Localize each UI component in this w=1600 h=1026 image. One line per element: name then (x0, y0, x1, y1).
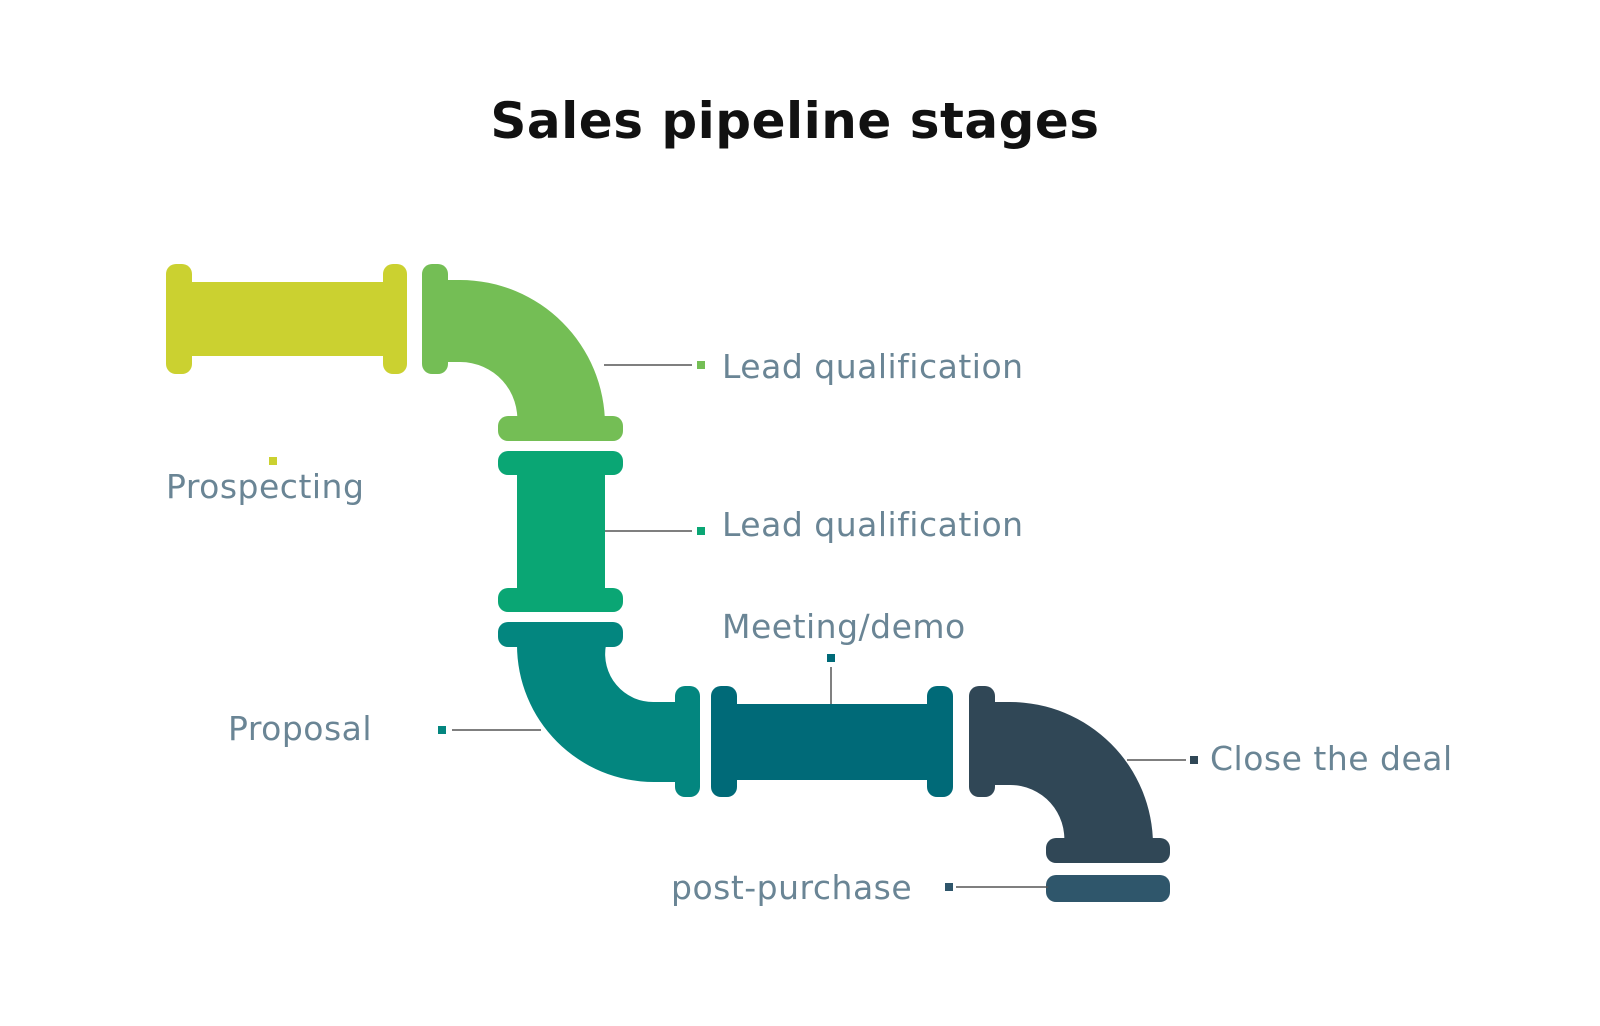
marker-post-purchase (945, 883, 953, 891)
callout-prospecting (269, 457, 277, 465)
label-proposal: Proposal (228, 709, 373, 748)
callout-lead-qualification-2 (605, 527, 705, 535)
marker-lead-qualification-2 (697, 527, 705, 535)
callout-lead-qualification-1 (604, 361, 705, 369)
marker-proposal (438, 726, 446, 734)
pipe-segment-prospecting (166, 264, 407, 374)
callout-proposal (438, 726, 541, 734)
label-post-purchase: post-purchase (671, 868, 913, 907)
marker-lead-qualification-1 (697, 361, 705, 369)
label-prospecting: Prospecting (166, 467, 365, 506)
label-meeting-demo: Meeting/demo (722, 607, 966, 646)
pipe-segment-proposal (498, 622, 700, 797)
label-lead-qualification-1: Lead qualification (722, 347, 1024, 386)
label-lead-qualification-2: Lead qualification (722, 505, 1024, 544)
marker-close-the-deal (1190, 756, 1198, 764)
marker-prospecting (269, 457, 277, 465)
pipe-segment-close-the-deal (969, 686, 1170, 863)
pipe-segment-lead-qualification-2 (498, 451, 623, 612)
marker-meeting-demo (827, 654, 835, 662)
pipe-segment-lead-qualification-1 (422, 264, 623, 441)
callout-post-purchase (945, 883, 1048, 891)
callout-meeting-demo (827, 654, 835, 704)
pipe-segment-meeting-demo (711, 686, 953, 797)
callout-close-the-deal (1127, 756, 1198, 764)
pipe-segment-post-purchase (1046, 875, 1170, 902)
label-close-the-deal: Close the deal (1210, 739, 1453, 778)
page-title: Sales pipeline stages (490, 92, 1100, 150)
